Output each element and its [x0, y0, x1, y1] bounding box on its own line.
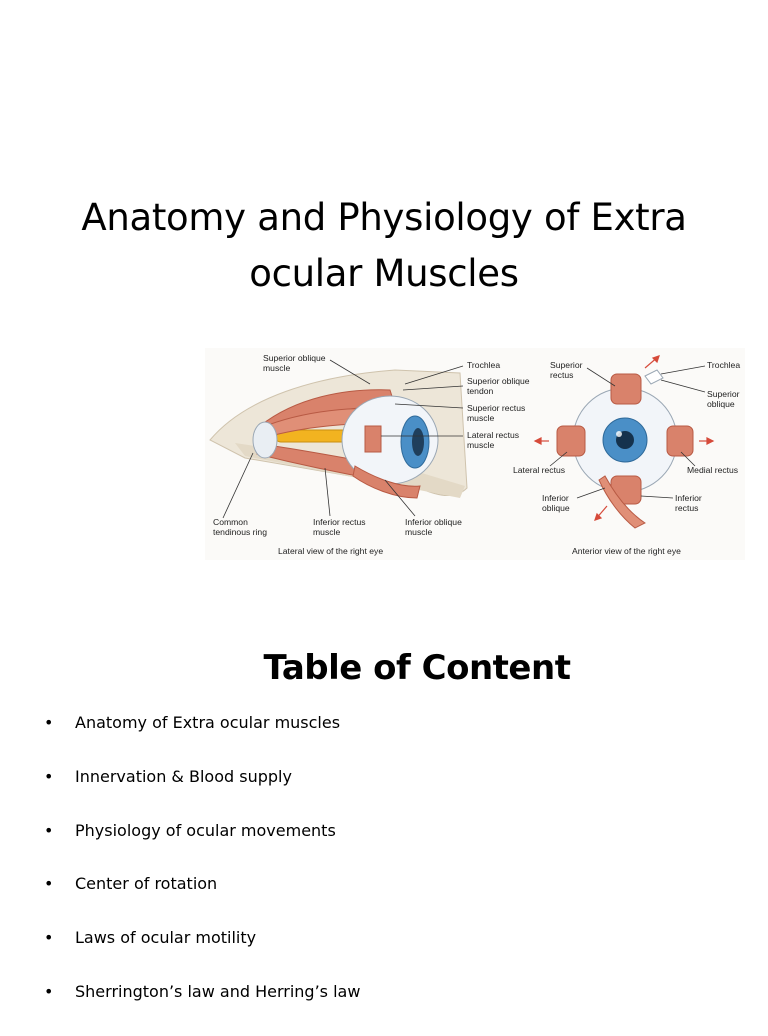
label-inferior-oblique-muscle-2: muscle [405, 527, 432, 537]
label-superior-oblique-muscle-1: Superior oblique [263, 353, 326, 363]
toc-item-text: Laws of ocular motility [75, 928, 257, 948]
label-inferior-rectus-muscle-2: muscle [313, 527, 340, 537]
title-line-2: ocular Muscles [249, 252, 519, 295]
lateral-leader-lines [222, 359, 464, 519]
label-superior-rectus-1: Superior [550, 360, 583, 370]
anatomy-illustration: Superior oblique muscle Trochlea Superio… [205, 348, 745, 560]
bullet-icon: • [44, 713, 54, 732]
label-superior-rectus-muscle-1: Superior rectus [467, 403, 525, 413]
toc-item: • Center of rotation [44, 874, 360, 928]
lateral-view-illustration: Superior oblique muscle Trochlea Superio… [209, 353, 530, 556]
slide-title: Anatomy and Physiology of Extra ocular M… [0, 190, 768, 302]
label-lateral-rectus-muscle-1: Lateral rectus [467, 430, 519, 440]
label-common-tendinous-ring-1: Common [213, 517, 248, 527]
anterior-superior-rectus-shape [610, 373, 642, 405]
label-medial-rectus: Medial rectus [687, 465, 738, 475]
label-superior-oblique-2: oblique [707, 399, 735, 409]
toc-item-text: Center of rotation [75, 874, 218, 894]
title-line-1: Anatomy and Physiology of Extra [81, 196, 687, 239]
pupil-shape [412, 428, 424, 456]
anterior-highlight-shape [616, 431, 622, 437]
label-superior-oblique-muscle-2: muscle [263, 363, 290, 373]
anterior-view-illustration: Superior rectus Trochlea Superior obliqu… [513, 355, 740, 556]
toc-item: • Laws of ocular motility [44, 928, 360, 982]
anterior-movement-arrows [533, 355, 715, 521]
toc-item: • Innervation & Blood supply [44, 767, 360, 821]
bullet-icon: • [44, 928, 54, 948]
label-superior-oblique-tendon-2: tendon [467, 386, 494, 396]
bullet-icon: • [44, 874, 54, 894]
toc-item-text: Physiology of ocular movements [75, 820, 336, 840]
toc-heading: Table of Content [263, 648, 571, 688]
toc-list: • Anatomy of Extra ocular muscles • Innerv… [44, 713, 360, 1036]
label-inferior-rectus-1: Inferior [675, 493, 702, 503]
label-superior-rectus-muscle-2: muscle [467, 413, 494, 423]
label-inferior-rectus-2: rectus [675, 503, 698, 513]
label-lateral-rectus-muscle-2: muscle [467, 440, 494, 450]
anterior-lateral-rectus-shape [556, 425, 586, 457]
label-trochlea-anterior: Trochlea [707, 360, 740, 370]
toc-item-text: Anatomy of Extra ocular muscles [75, 713, 341, 732]
label-superior-rectus-2: rectus [550, 370, 573, 380]
label-lateral-rectus: Lateral rectus [513, 465, 565, 475]
anterior-leader-lines [549, 365, 706, 499]
label-inferior-oblique-1: Inferior [542, 493, 569, 503]
common-tendinous-ring-shape [252, 421, 278, 459]
lateral-rectus-insertion-shape [364, 425, 382, 453]
toc-item: • Sherrington’s law and Herring’s law [44, 982, 360, 1036]
caption-lateral-view: Lateral view of the right eye [278, 546, 383, 556]
bullet-icon: • [44, 981, 54, 1001]
bullet-icon: • [44, 766, 54, 786]
toc-item-text: Sherrington’s law and Herring’s law [75, 981, 361, 1001]
label-inferior-rectus-muscle-1: Inferior rectus [313, 517, 366, 527]
toc-item-text: Innervation & Blood supply [75, 766, 292, 786]
label-superior-oblique-1: Superior [707, 389, 740, 399]
label-trochlea-lateral: Trochlea [467, 360, 500, 370]
toc-item: • Anatomy of Extra ocular muscles [44, 713, 360, 767]
extraocular-muscles-figure: Superior oblique muscle Trochlea Superio… [205, 348, 745, 560]
label-inferior-oblique-muscle-1: Inferior oblique [405, 517, 462, 527]
label-common-tendinous-ring-2: tendinous ring [213, 527, 267, 537]
anterior-medial-rectus-shape [666, 425, 694, 457]
label-superior-oblique-tendon-1: Superior oblique [467, 376, 530, 386]
label-inferior-oblique-2: oblique [542, 503, 570, 513]
bullet-icon: • [44, 820, 54, 840]
anterior-trochlea-shape [644, 369, 664, 385]
anterior-inferior-oblique-shape [598, 475, 646, 529]
caption-anterior-view: Anterior view of the right eye [572, 546, 681, 556]
toc-item: • Physiology of ocular movements [44, 821, 360, 875]
